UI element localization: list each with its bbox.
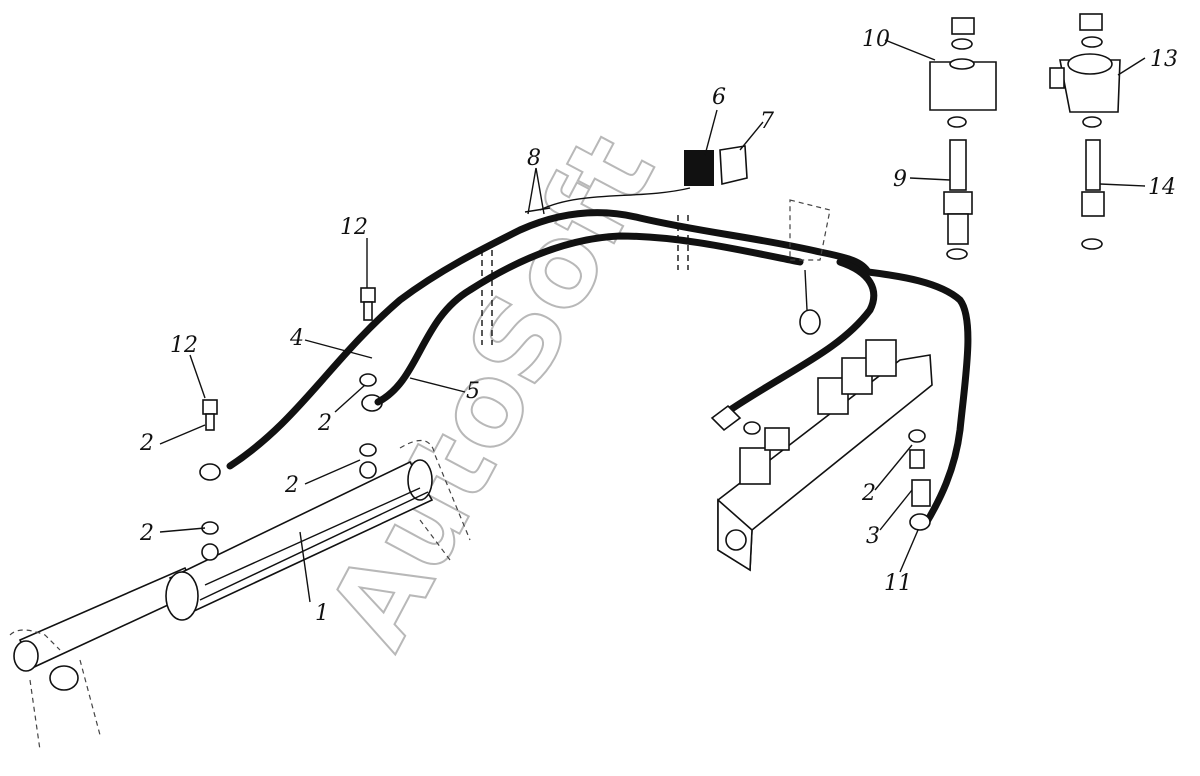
solenoid-10-assembly <box>929 17 997 260</box>
fittings <box>710 404 931 531</box>
callout-14: 14 <box>1148 175 1176 200</box>
callout-2: 2 <box>284 473 299 498</box>
callout-7: 7 <box>760 109 774 134</box>
leader-lines <box>159 39 1146 603</box>
callout-1: 1 <box>315 601 329 626</box>
watermark: AutoSoft <box>304 115 680 668</box>
callout-4: 4 <box>289 326 304 351</box>
callout-10: 10 <box>862 27 890 52</box>
callout-3: 3 <box>866 524 880 549</box>
callout-12: 12 <box>340 215 368 240</box>
connector-assembly <box>524 145 748 215</box>
callout-11: 11 <box>884 571 912 596</box>
callout-6: 6 <box>712 85 726 110</box>
hoses <box>226 209 972 529</box>
callout-13: 13 <box>1150 47 1178 72</box>
bolts <box>202 287 376 431</box>
callout-2: 2 <box>861 481 876 506</box>
callout-2: 2 <box>139 521 154 546</box>
valve-block <box>717 199 933 572</box>
callout-9: 9 <box>893 167 907 192</box>
callout-12: 12 <box>170 333 198 358</box>
callout-labels: 1 2 2 2 2 2 3 4 5 6 7 8 9 10 11 12 12 13… <box>139 27 1178 626</box>
callout-2: 2 <box>317 411 332 436</box>
callout-8: 8 <box>527 146 541 171</box>
callout-5: 5 <box>466 379 480 404</box>
callout-2: 2 <box>139 431 154 456</box>
solenoid-13-assembly <box>1049 13 1121 250</box>
